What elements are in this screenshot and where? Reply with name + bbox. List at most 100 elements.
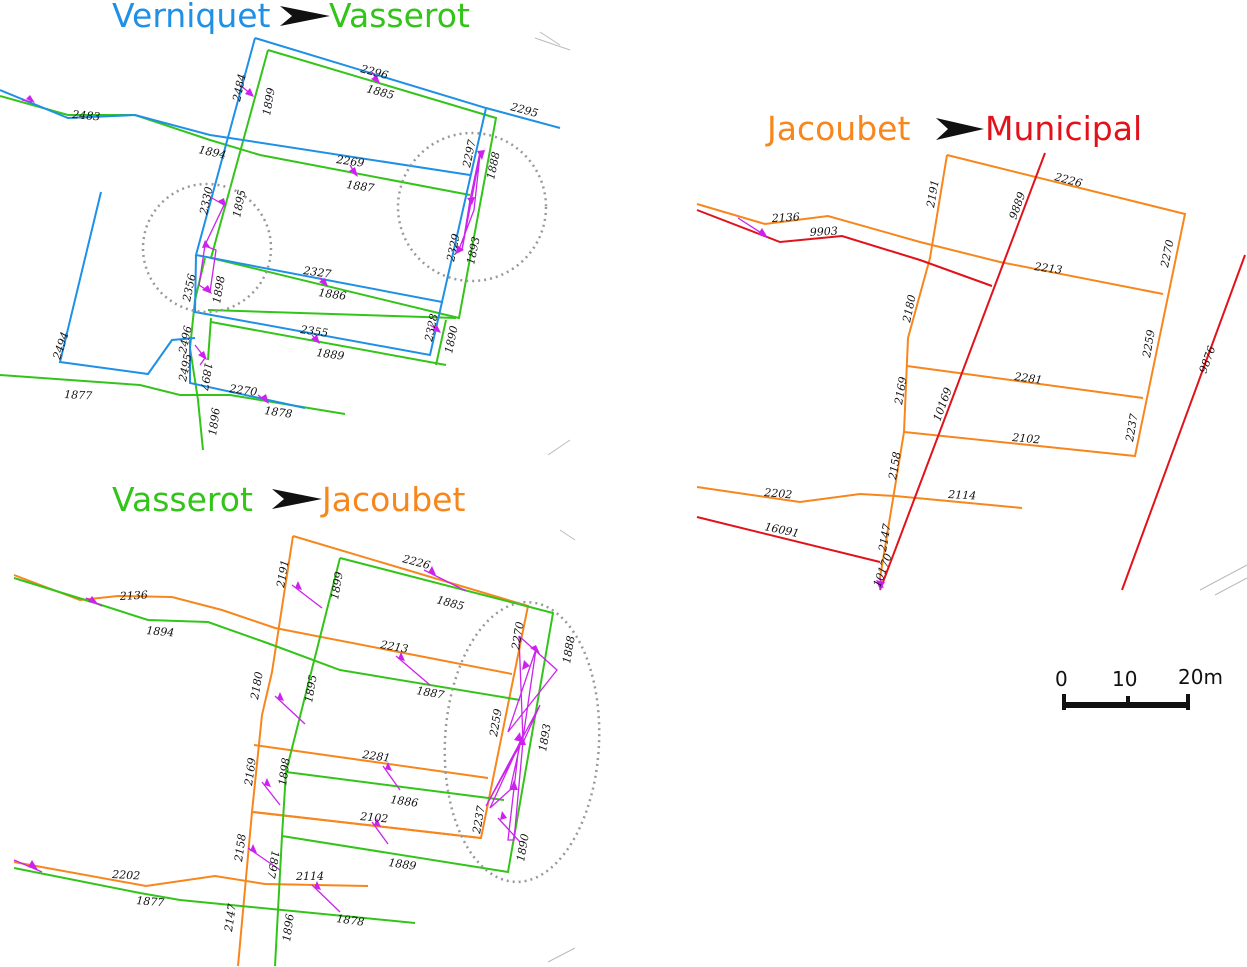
faint-hatching [534, 31, 571, 456]
label: 2114 [947, 488, 977, 502]
label: 2226 [1052, 170, 1083, 190]
label: 1877 [64, 388, 93, 402]
title-to: Vasserot [329, 0, 470, 35]
label: 1886 [318, 286, 348, 303]
bl-title: Vasserot Jacoubet [112, 480, 465, 519]
title-from: Verniquet [112, 0, 271, 35]
label: 1890 [442, 325, 461, 355]
label: 2356 [180, 273, 199, 304]
label: 2191 [274, 559, 292, 590]
label: 1898 [276, 757, 293, 787]
label: 2169 [242, 757, 259, 788]
link-arrowheads [26, 75, 485, 404]
vasserot-network-2 [13, 557, 555, 967]
title-arrow-icon [280, 6, 330, 26]
bl-labels: 2226 1885 2136 1894 2191 1899 2213 1887 … [111, 552, 578, 942]
label: 1895 [302, 674, 320, 704]
label: 1897 [264, 849, 282, 879]
title-arrow-icon [936, 118, 984, 140]
link-arrows-2 [13, 569, 558, 913]
scale-tick-10: 10 [1112, 667, 1137, 691]
label: 2136 [770, 211, 800, 225]
scale-tick-20: 20m [1178, 665, 1223, 689]
label: 2158 [886, 451, 904, 482]
panel-jacoubet-municipal: 2226 2191 9889 2136 9903 2270 2213 2180 … [696, 109, 1247, 710]
label: 2270 [1158, 239, 1177, 270]
label: 2496 [176, 325, 195, 356]
label: 2270 [509, 621, 527, 652]
jacoubet-network-3 [696, 154, 1187, 579]
label: 2269 [335, 153, 366, 170]
label: 2484 [230, 73, 249, 104]
label: 2281 [361, 748, 392, 765]
tl-labels: 2296 1885 2295 2483 2484 1899 1894 2269 … [50, 62, 539, 436]
scale-bar-tick [1126, 696, 1130, 708]
label: 2102 [359, 810, 389, 825]
faint-hatching-2 [547, 529, 576, 963]
label: 2191 [924, 179, 942, 210]
r-title: Jacoubet Municipal [765, 109, 1142, 148]
municipal-network [696, 152, 1246, 591]
label: 1896 [206, 407, 223, 437]
label: 1878 [336, 912, 366, 929]
label: 2355 [299, 323, 330, 340]
label: 1899 [328, 571, 346, 601]
label: 2180 [248, 671, 266, 702]
label: 1889 [316, 346, 346, 363]
label: 2202 [763, 486, 793, 501]
label: 2202 [111, 868, 141, 882]
label: 1888 [484, 151, 503, 181]
label: 1877 [136, 894, 165, 909]
highlight-circles [141, 131, 548, 314]
title-from: Jacoubet [765, 109, 910, 148]
label: 2102 [1011, 431, 1041, 446]
label: 2180 [900, 294, 919, 325]
label: 9903 [809, 225, 838, 239]
label: 1897 [197, 361, 215, 391]
label: 2494 [50, 330, 71, 362]
label: 1898 [210, 275, 228, 305]
label: 2213 [378, 638, 409, 656]
label: 1890 [514, 833, 532, 863]
title-to: Municipal [985, 109, 1142, 148]
link-arrowheads-3 [758, 228, 885, 590]
title-arrow-icon [272, 489, 322, 509]
label: 1886 [390, 793, 420, 810]
label: 2328 [422, 313, 441, 344]
panel-vasserot-jacoubet: 2226 1885 2136 1894 2191 1899 2213 1887 … [13, 480, 601, 967]
label: 1893 [536, 723, 554, 753]
label: 1887 [346, 178, 376, 195]
label: 2136 [118, 589, 148, 603]
tl-title: Verniquet Vasserot [112, 0, 470, 35]
label: 9876 [1197, 344, 1219, 375]
label: 2495 [176, 353, 195, 384]
title-from: Vasserot [112, 480, 253, 519]
label: 2330 [197, 186, 216, 217]
label: 2259 [1140, 329, 1158, 360]
label: 2270 [228, 382, 259, 399]
label: 1885 [365, 82, 395, 102]
label: 1895 [230, 189, 249, 219]
label: 2259 [487, 708, 505, 739]
label: 2297 [460, 139, 479, 170]
label: 2213 [1033, 260, 1064, 277]
scale-bar-tick [1186, 694, 1190, 710]
label: 2158 [232, 833, 249, 864]
title-to: Jacoubet [320, 480, 465, 519]
faint-hatching-3 [1199, 564, 1247, 596]
label: 2147 [876, 523, 894, 554]
label: 1899 [260, 87, 278, 117]
jacoubet-network [13, 535, 530, 967]
label: 2281 [1013, 370, 1044, 387]
label: 10170 [871, 552, 895, 589]
label: 1896 [280, 913, 297, 943]
label: 2237 [470, 805, 488, 836]
label: 1888 [560, 635, 578, 665]
scale-bar-tick [1062, 694, 1066, 710]
scale-bar: 0 10 20m [1055, 665, 1223, 710]
label: 1878 [264, 404, 294, 421]
label: 2114 [295, 870, 324, 883]
label: 2483 [71, 108, 101, 123]
label: 1887 [415, 684, 445, 702]
label: 2295 [508, 100, 539, 120]
